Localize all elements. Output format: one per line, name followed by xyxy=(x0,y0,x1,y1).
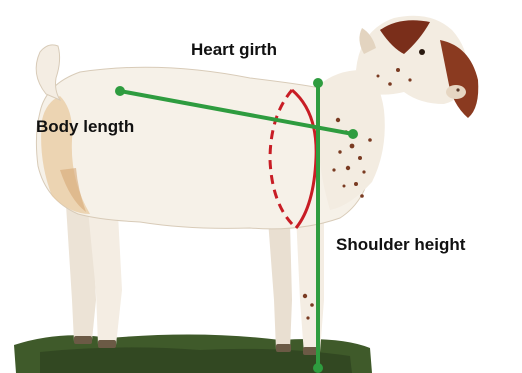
goat-muzzle xyxy=(446,85,466,99)
shoulder-height-point-top xyxy=(313,78,323,88)
goat-eye xyxy=(419,49,425,55)
body-length-point-rear xyxy=(115,86,125,96)
shoulder-height-point-bottom xyxy=(313,363,323,373)
goat-tail xyxy=(36,45,60,100)
shoulder-height-label: Shoulder height xyxy=(336,236,465,253)
body-length-point-front xyxy=(348,129,358,139)
goat-leg-front-far xyxy=(268,220,292,350)
heart-girth-label: Heart girth xyxy=(191,41,277,58)
body-length-label: Body length xyxy=(36,118,134,135)
